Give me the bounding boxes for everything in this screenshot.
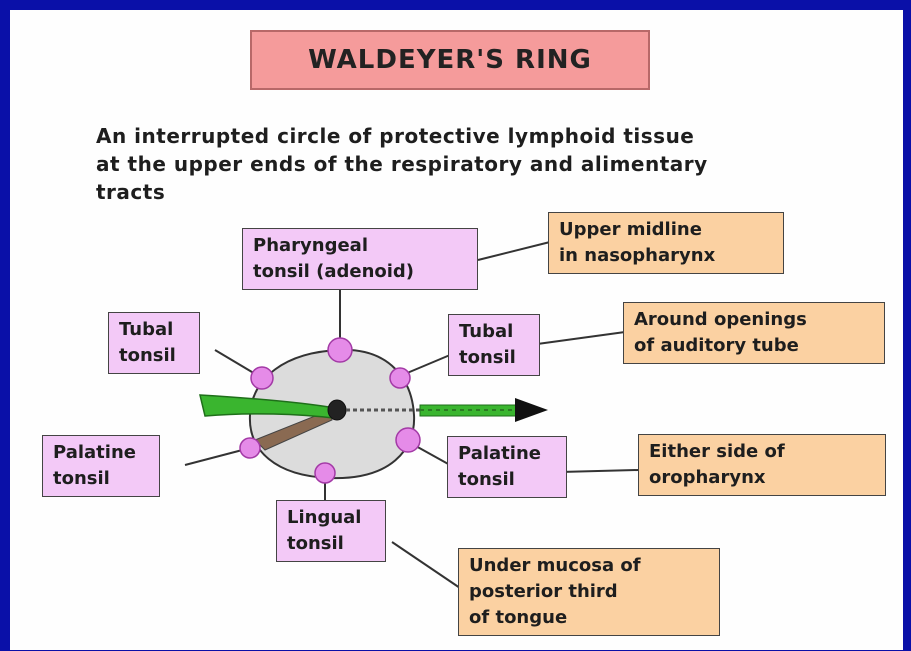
label-line: tonsil <box>458 467 556 493</box>
palatine-tonsil-blob-right <box>396 428 420 452</box>
label-line: Tubal <box>119 317 189 343</box>
label-line: tonsil <box>53 466 149 492</box>
label-line: tonsil <box>119 343 189 369</box>
palatine-location-label: Either side of oropharynx <box>638 434 886 496</box>
label-line: tonsil <box>459 345 529 371</box>
label-line: Palatine <box>458 441 556 467</box>
airway-arrowhead <box>515 398 548 422</box>
connector-line <box>478 242 550 260</box>
palatine-tonsil-label-left: Palatine tonsil <box>42 435 160 497</box>
label-line: Lingual <box>287 505 375 531</box>
connector-line <box>560 470 638 472</box>
label-line: of auditory tube <box>634 333 874 359</box>
label-line: oropharynx <box>649 465 875 491</box>
label-line: of tongue <box>469 605 709 631</box>
airway-opening <box>328 400 346 420</box>
label-line: Either side of <box>649 439 875 465</box>
tubal-location-label: Around openings of auditory tube <box>623 302 885 364</box>
label-line: Pharyngeal <box>253 233 467 259</box>
label-line: Under mucosa of <box>469 553 709 579</box>
tubal-tonsil-blob-left <box>251 367 273 389</box>
connector-line <box>392 542 460 588</box>
tubal-tonsil-label-right: Tubal tonsil <box>448 314 540 376</box>
palatine-tonsil-blob-left <box>240 438 260 458</box>
label-line: posterior third <box>469 579 709 605</box>
pharyngeal-tonsil-label: Pharyngeal tonsil (adenoid) <box>242 228 478 290</box>
connector-line <box>530 332 625 345</box>
pharyngeal-tonsil-blob <box>328 338 352 362</box>
lingual-location-label: Under mucosa of posterior third of tongu… <box>458 548 720 636</box>
label-line: tonsil <box>287 531 375 557</box>
slide: WALDEYER'S RING An interrupted circle of… <box>10 10 903 650</box>
label-line: Upper midline <box>559 217 773 243</box>
tubal-tonsil-label-left: Tubal tonsil <box>108 312 200 374</box>
label-line: Palatine <box>53 440 149 466</box>
label-line: Tubal <box>459 319 529 345</box>
label-line: Around openings <box>634 307 874 333</box>
palatine-tonsil-label-right: Palatine tonsil <box>447 436 567 498</box>
pharyngeal-location-label: Upper midline in nasopharynx <box>548 212 784 274</box>
tubal-tonsil-blob-right <box>390 368 410 388</box>
label-line: in nasopharynx <box>559 243 773 269</box>
lingual-tonsil-blob <box>315 463 335 483</box>
label-line: tonsil (adenoid) <box>253 259 467 285</box>
lingual-tonsil-label: Lingual tonsil <box>276 500 386 562</box>
